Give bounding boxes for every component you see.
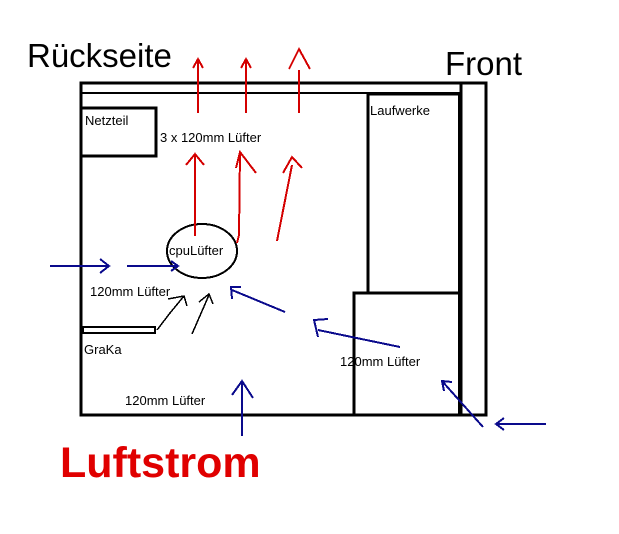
front-intake-diag-arrow [441,380,484,428]
front-fan-label: 120mm Lüfter [340,354,421,369]
airflow-title: Luftstrom [60,439,261,487]
psu-box [79,106,158,158]
front-to-cpu-arrow-head [229,286,241,300]
cpu-exhaust-arrow-3 [276,164,293,242]
front-intake-diag-arrow-head [440,379,453,392]
front-panel [459,81,488,417]
drive-bays [366,92,463,295]
front-fan-bay [352,291,463,417]
exhaust-arrow-3-head [288,46,311,70]
cpu-fan-label: cpuLüfter [169,243,224,258]
cpu-exhaust-arrow-1-head [185,152,205,166]
gpu-card [82,326,156,334]
rear-fan-label: 120mm Lüfter [90,284,171,299]
cpu-exhaust-arrow-2-head [235,149,257,174]
rear-intake-arrow-head [99,258,111,274]
exhaust-arrows [185,46,311,244]
front-fan-arrow-head [312,318,329,338]
gpu-airflow-arrow-2-head [198,292,214,305]
exhaust-arrow-1-head [192,56,204,69]
front-intake-arrow-head [494,417,505,431]
gpu-airflow-arrow-1 [156,295,185,331]
cpu-fan-circle [166,223,238,279]
gpu-label: GraKa [84,342,122,357]
rear-side-label: Rückseite [27,37,172,74]
intake-arrows [50,258,546,436]
exhaust-arrow-2-head [240,56,252,69]
front-to-cpu-arrow [231,289,286,313]
drives-label: Laufwerke [370,103,430,118]
cpu-exhaust-arrow-2 [236,151,241,244]
rear-fan-to-cpu-arrow-head [170,260,180,272]
psu-label: Netzteil [85,113,129,128]
bottom-intake-arrow-head [231,379,254,399]
top-fans-label: 3 x 120mm Lüfter [160,130,262,145]
gpu-airflow-arrow-1-head [167,295,188,307]
cpu-exhaust-arrow-3-head [282,155,303,174]
gpu-airflow-arrow-2 [191,294,210,335]
gpu-airflow-arrows [156,292,214,335]
bottom-fan-label: 120mm Lüfter [125,393,206,408]
front-side-label: Front [445,45,523,82]
front-fan-arrow [317,329,401,348]
